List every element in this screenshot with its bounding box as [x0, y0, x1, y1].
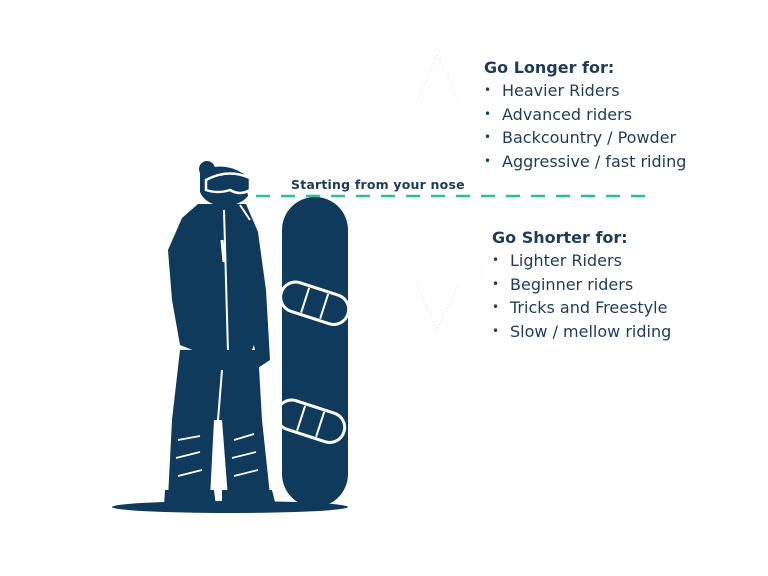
- bullet-icon: •: [492, 323, 500, 338]
- go-longer-section: Go Longer for: •Heavier Riders •Advanced…: [484, 58, 686, 173]
- list-item: •Backcountry / Powder: [484, 126, 686, 150]
- bullet-icon: •: [484, 130, 492, 144]
- bullet-icon: •: [484, 83, 492, 97]
- list-item: •Slow / mellow riding: [492, 320, 671, 344]
- nose-annotation: Starting from your nose: [291, 177, 465, 192]
- bullet-icon: •: [492, 300, 500, 314]
- bullet-icon: •: [484, 153, 492, 168]
- go-shorter-section: Go Shorter for: •Lighter Riders •Beginne…: [492, 228, 671, 343]
- list-item: •Advanced riders: [484, 103, 686, 127]
- go-longer-title: Go Longer for:: [484, 58, 615, 77]
- bullet-icon: •: [484, 106, 492, 121]
- list-item: •Beginner riders: [492, 273, 671, 297]
- bullet-icon: •: [492, 276, 500, 291]
- bullet-icon: •: [492, 253, 500, 267]
- rider-icon: [164, 161, 276, 506]
- go-shorter-title: Go Shorter for:: [492, 228, 628, 247]
- list-item: •Lighter Riders: [492, 249, 671, 273]
- list-item: •Heavier Riders: [484, 79, 686, 103]
- list-item: •Tricks and Freestyle: [492, 296, 671, 320]
- list-item: •Aggressive / fast riding: [484, 150, 686, 174]
- arrow-down-icon: [417, 284, 459, 332]
- arrow-up-icon: [417, 53, 459, 101]
- snowboard-icon: [275, 197, 351, 507]
